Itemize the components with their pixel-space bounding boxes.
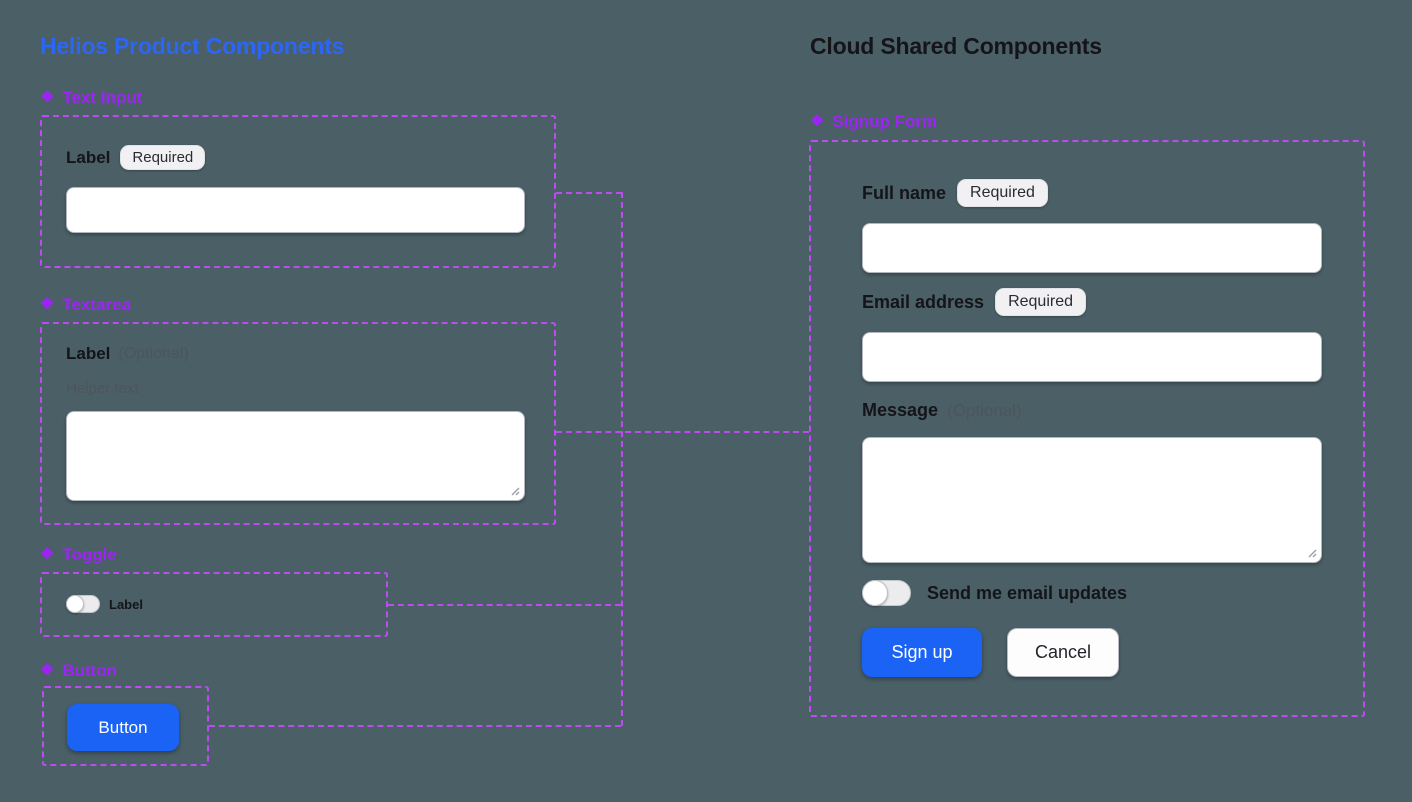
toggle-knob[interactable] — [66, 595, 84, 613]
component-icon: ❖ — [40, 546, 55, 563]
textarea-component-frame: Label (Optional) Helper text — [40, 322, 556, 525]
connector-button — [209, 725, 621, 727]
cloud-panel-title: Cloud Shared Components — [810, 33, 1102, 59]
component-icon: ❖ — [40, 662, 55, 679]
component-icon: ❖ — [40, 296, 55, 313]
resize-handle-icon[interactable] — [1306, 547, 1317, 558]
component-name: Text Input — [62, 88, 143, 107]
email-updates-toggle[interactable] — [862, 580, 911, 606]
email-updates-label: Send me email updates — [927, 582, 1128, 603]
component-label-button: ❖ Button — [40, 661, 117, 681]
text-input-field[interactable] — [66, 187, 525, 233]
email-input[interactable] — [862, 332, 1322, 382]
toggle-knob[interactable] — [862, 580, 888, 606]
helper-text: Helper text — [66, 380, 139, 397]
component-label-textarea: ❖ Textarea — [40, 295, 131, 315]
component-label-toggle: ❖ Toggle — [40, 545, 117, 565]
component-name: Toggle — [62, 545, 117, 564]
text-input-label: Label — [66, 147, 111, 167]
required-badge: Required — [120, 145, 206, 170]
cancel-button[interactable]: Cancel — [1007, 628, 1119, 677]
required-badge: Required — [957, 179, 1048, 207]
text-input-component-frame: Label Required — [40, 115, 556, 268]
message-textarea[interactable] — [862, 437, 1322, 563]
resize-handle-icon[interactable] — [509, 485, 520, 496]
component-label-signup-form: ❖ Signup Form — [810, 112, 937, 132]
component-icon: ❖ — [810, 113, 825, 130]
textarea-field[interactable] — [66, 411, 525, 501]
full-name-label: Full name — [862, 182, 947, 203]
component-name: Signup Form — [832, 112, 938, 131]
component-name: Button — [62, 661, 118, 680]
component-name: Textarea — [62, 295, 132, 314]
textarea-label: Label — [66, 344, 111, 363]
toggle-label: Label — [109, 596, 143, 612]
required-badge: Required — [995, 288, 1086, 316]
sign-up-button[interactable]: Sign up — [862, 628, 982, 677]
helios-panel-title: Helios Product Components — [40, 33, 345, 59]
button-component[interactable]: Button — [67, 704, 179, 751]
connector-trunk — [621, 192, 623, 726]
optional-hint: (Optional) — [118, 345, 189, 362]
toggle-switch[interactable] — [66, 595, 100, 613]
toggle-component-frame: Label — [40, 572, 388, 637]
full-name-input[interactable] — [862, 223, 1322, 273]
connector-textarea — [556, 431, 809, 433]
connector-text-input — [556, 192, 622, 194]
component-icon: ❖ — [40, 89, 55, 106]
button-component-frame: Button — [42, 686, 209, 766]
signup-form-frame: Full name Required Email address Require… — [809, 140, 1365, 717]
optional-hint: (Optional) — [947, 400, 1022, 420]
component-label-text-input: ❖ Text Input — [40, 88, 142, 108]
message-label: Message — [862, 400, 939, 420]
email-label: Email address — [862, 291, 985, 312]
connector-toggle — [388, 604, 621, 606]
